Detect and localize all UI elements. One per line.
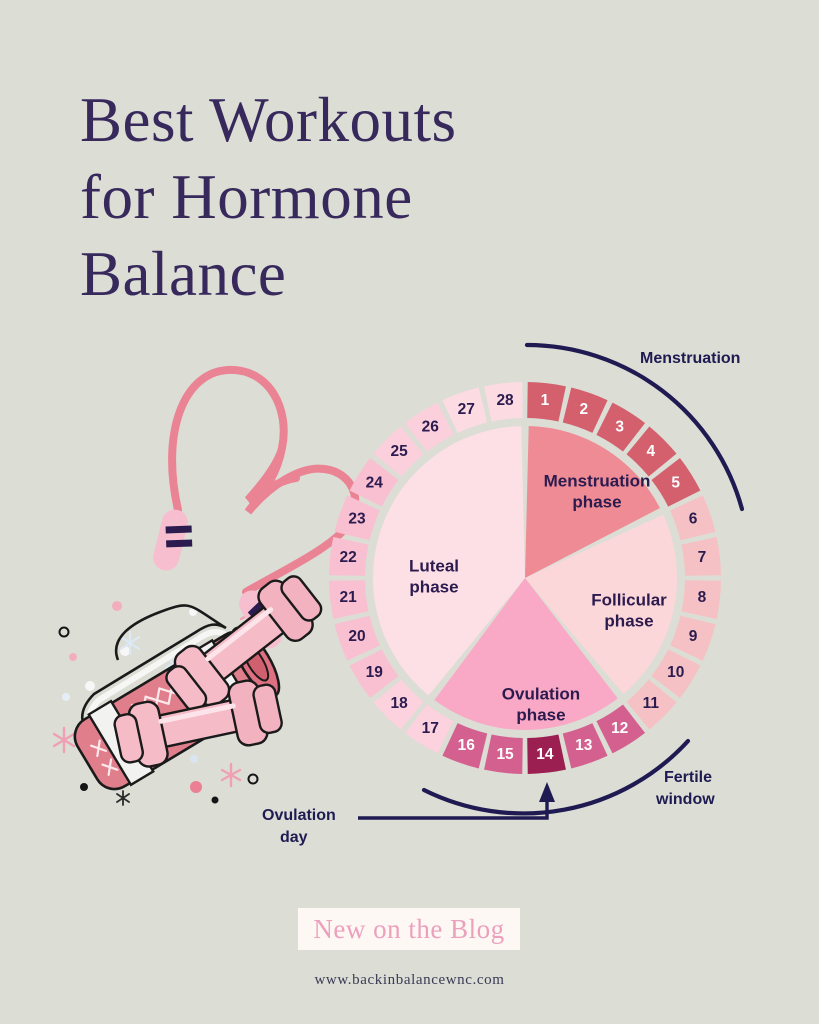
day-label-27: 27 [458,401,475,418]
day-ring [329,382,721,774]
title-line-1: Best Workouts [80,85,457,155]
fertile-window-arc [421,738,691,816]
day-segment-3[interactable] [596,402,646,452]
day-segment-1[interactable] [527,382,566,422]
phase-label-follicular-phase-line2: phase [604,611,653,630]
day-segment-7[interactable] [681,537,721,576]
jump-rope-icon [153,365,360,649]
phase-label-luteal-phase-line1: Luteal [409,556,459,575]
day-segment-2[interactable] [562,387,608,433]
phase-wedge-follicular-phase[interactable] [525,514,678,694]
day-label-7: 7 [698,549,707,566]
day-segment-11[interactable] [626,679,677,730]
day-label-14: 14 [536,746,554,763]
day-label-16: 16 [458,737,476,754]
day-label-12: 12 [611,720,628,737]
dumbbell-icon [113,575,323,768]
title-line-2: for Hormone [80,162,413,232]
day-segment-6[interactable] [670,495,716,541]
new-on-the-blog-badge[interactable]: New on the Blog [298,908,520,950]
day-segment-22[interactable] [329,537,369,576]
phase-label-follicular-phase-line1: Follicular [591,590,667,609]
day-label-28: 28 [496,392,514,409]
day-label-20: 20 [348,628,365,645]
day-segment-17[interactable] [404,704,454,754]
phase-label-luteal-phase-line2: phase [409,577,458,596]
day-label-9: 9 [689,628,698,645]
day-label-17: 17 [422,720,439,737]
day-label-23: 23 [348,510,366,527]
phase-wedge-luteal-phase[interactable] [373,426,525,696]
day-segment-4[interactable] [626,426,677,477]
fertile-window-label-line1: Fertile [664,769,712,786]
phase-label-ovulation-phase-line2: phase [516,705,565,724]
phase-label-menstruation-phase-line2: phase [572,492,621,511]
phase-wedge-ovulation-phase[interactable] [434,578,618,731]
day-label-19: 19 [366,664,384,681]
day-segment-16[interactable] [442,723,488,769]
day-segment-28[interactable] [484,382,523,422]
day-label-1: 1 [541,392,550,409]
day-label-15: 15 [496,746,514,763]
phase-label-ovulation-phase-line1: Ovulation [502,684,580,703]
menstruation-arc [524,342,745,512]
ovulation-day-label-line1: Ovulation [262,807,336,824]
day-segment-10[interactable] [651,649,701,699]
ovulation-day-leader [358,782,555,820]
day-segment-8[interactable] [681,580,721,619]
ovulation-day-label-line2: day [280,829,308,846]
day-label-5: 5 [671,474,680,491]
day-number-labels: 1234567891011121314151617181920212223242… [339,392,706,763]
day-label-25: 25 [391,443,409,460]
day-segment-24[interactable] [349,457,399,507]
day-segment-14[interactable] [527,734,566,774]
day-segment-19[interactable] [349,649,399,699]
day-segment-25[interactable] [373,426,424,477]
day-segment-27[interactable] [442,387,488,433]
day-label-4: 4 [647,443,656,460]
day-label-26: 26 [422,418,440,435]
page-title: Best Workouts for Hormone Balance [80,82,640,313]
day-label-3: 3 [615,418,624,435]
day-segment-9[interactable] [670,615,716,661]
phase-label-menstruation-phase-line1: Menstruation [544,471,651,490]
day-segment-20[interactable] [334,615,380,661]
title-line-3: Balance [80,239,287,309]
day-label-24: 24 [366,474,384,491]
day-label-18: 18 [391,695,409,712]
day-label-10: 10 [667,664,684,681]
website-url: www.backinbalancewnc.com [314,972,505,988]
day-segment-18[interactable] [373,679,424,730]
menstruation-annotation-label: Menstruation [640,350,740,367]
phase-pie [373,426,678,731]
day-segment-15[interactable] [484,734,523,774]
day-label-6: 6 [689,510,698,527]
blog-badge-label: New on the Blog [313,913,505,944]
day-label-2: 2 [579,401,588,418]
day-label-8: 8 [698,589,707,606]
fertile-window-label-line2: window [655,791,715,808]
day-segment-12[interactable] [596,704,646,754]
day-segment-5[interactable] [651,457,701,507]
confetti-decorations [52,596,267,806]
phase-wedge-menstruation-phase[interactable] [525,426,660,578]
day-label-22: 22 [339,549,356,566]
phase-labels: MenstruationphaseFollicularphaseOvulatio… [409,471,667,724]
day-segment-23[interactable] [334,495,380,541]
day-label-13: 13 [575,737,593,754]
day-segment-21[interactable] [329,580,369,619]
day-label-21: 21 [339,589,357,606]
day-segment-13[interactable] [562,723,608,769]
day-label-11: 11 [643,695,660,712]
day-segment-26[interactable] [404,402,454,452]
